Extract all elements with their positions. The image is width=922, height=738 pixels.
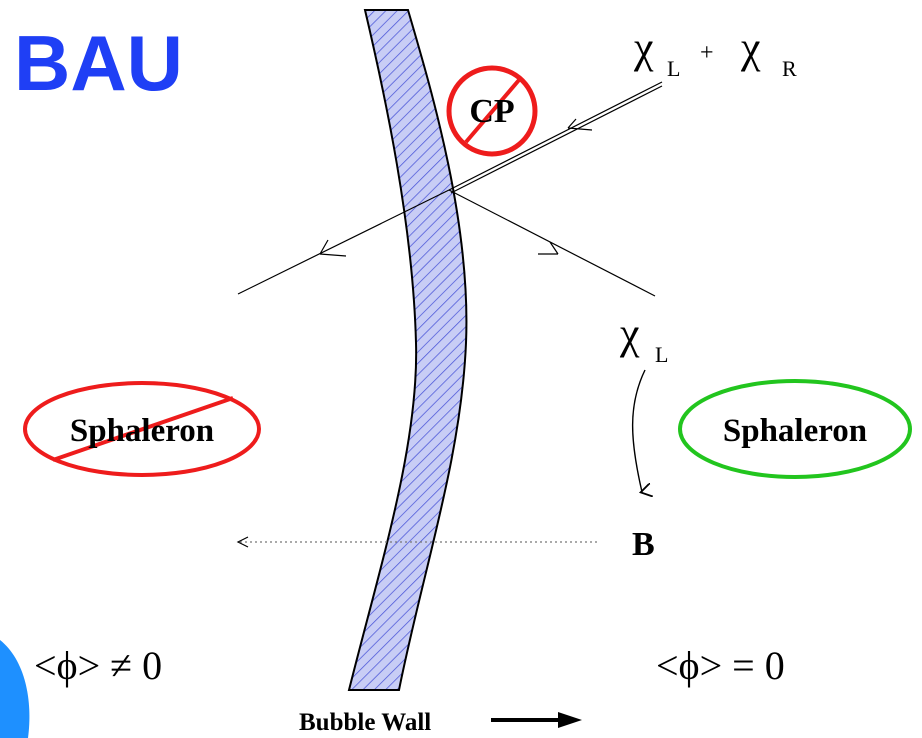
sphaleron-right-ellipse-icon xyxy=(678,379,912,479)
baryon-label: B xyxy=(632,526,655,563)
chi-r-top: χ xyxy=(740,23,761,72)
chi-r-top-sub: R xyxy=(782,56,797,81)
chi-l-reflected: χ xyxy=(619,309,640,358)
chi-l-top-sub: L xyxy=(667,56,680,81)
reflected-arrow-icon xyxy=(538,241,559,255)
incoming-chi-line-double xyxy=(450,85,663,194)
vev-broken-label: <ϕ> ≠ 0 xyxy=(34,643,162,688)
incoming-arrow-icon xyxy=(567,118,593,131)
title: BAU xyxy=(14,19,183,107)
chi-to-baryon-arrow xyxy=(631,369,645,492)
vev-symmetric-label: <ϕ> = 0 xyxy=(656,643,785,688)
sphaleron-left-forbidden-icon xyxy=(23,381,261,477)
bubble-wall-label: Bubble Wall xyxy=(299,709,431,736)
bubble-wall xyxy=(347,9,468,691)
transmitted-arrow-icon xyxy=(319,239,347,257)
chi-l-top: χ xyxy=(633,23,654,72)
transmitted-chi-line xyxy=(237,189,450,295)
sphaleron-right-label: Sphaleron xyxy=(723,413,867,449)
reflected-chi-line xyxy=(448,189,656,297)
cp-label: CP xyxy=(469,93,514,130)
cp-forbidden-icon xyxy=(446,65,538,157)
sphaleron-left-label: Sphaleron xyxy=(70,413,214,449)
corner-blob xyxy=(0,640,30,738)
chi-l-reflected-sub: L xyxy=(655,342,668,367)
plus-sign: + xyxy=(700,40,714,66)
incoming-chi-line xyxy=(448,81,663,191)
baryon-arrow-icon xyxy=(236,536,249,548)
right-arrow-icon xyxy=(491,712,582,728)
